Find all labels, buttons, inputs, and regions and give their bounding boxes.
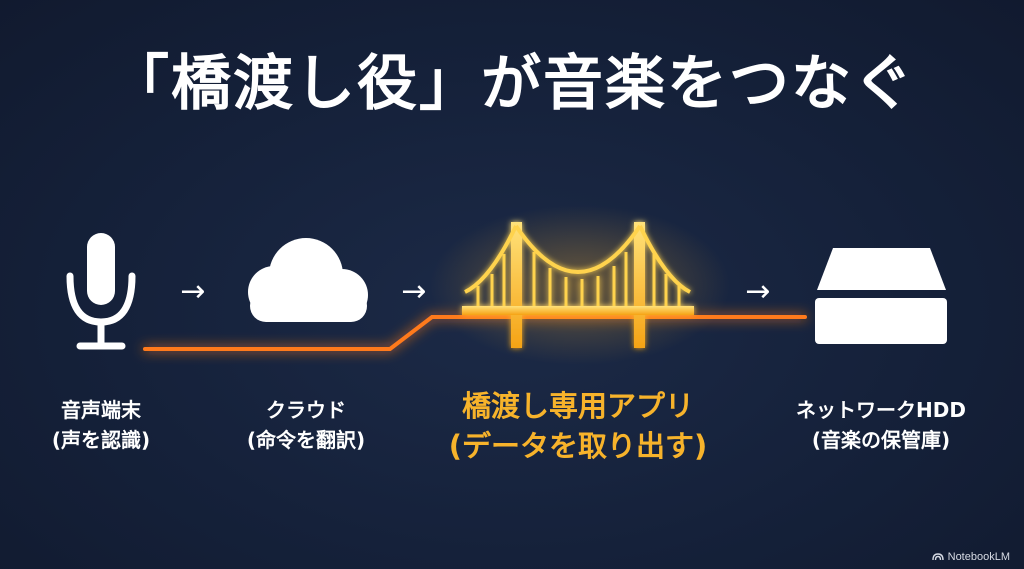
- step-title: 音声端末: [61, 398, 141, 422]
- step-label-cloud: クラウド (命令を翻訳): [226, 395, 386, 455]
- hdd-icon: [815, 248, 947, 344]
- step-title: 橋渡し専用アプリ: [461, 389, 694, 423]
- step-subtitle: (命令を翻訳): [246, 428, 366, 452]
- bridge-icon: [462, 222, 694, 348]
- step-title: クラウド: [266, 398, 346, 422]
- step-title: ネットワークHDD: [796, 398, 966, 422]
- step-subtitle: (声を認識): [51, 428, 151, 452]
- step-label-voice-device: 音声端末 (声を認識): [21, 395, 181, 455]
- arrow-1: →: [180, 274, 205, 309]
- brand-watermark: NotebookLM: [931, 551, 1010, 563]
- microphone-icon: [66, 233, 136, 350]
- step-subtitle: (データを取り出す): [448, 429, 708, 463]
- brand-name: NotebookLM: [947, 551, 1010, 563]
- step-subtitle: (音楽の保管庫): [811, 428, 951, 452]
- step-label-bridge-app: 橋渡し専用アプリ (データを取り出す): [400, 386, 756, 466]
- notebooklm-logo-icon: [931, 553, 944, 561]
- arrow-3: →: [745, 274, 770, 309]
- arrow-2: →: [401, 274, 426, 309]
- slide-title: 「橋渡し役」が音楽をつなぐ: [109, 49, 915, 119]
- cloud-icon: [248, 238, 368, 322]
- step-label-network-hdd: ネットワークHDD (音楽の保管庫): [766, 395, 996, 455]
